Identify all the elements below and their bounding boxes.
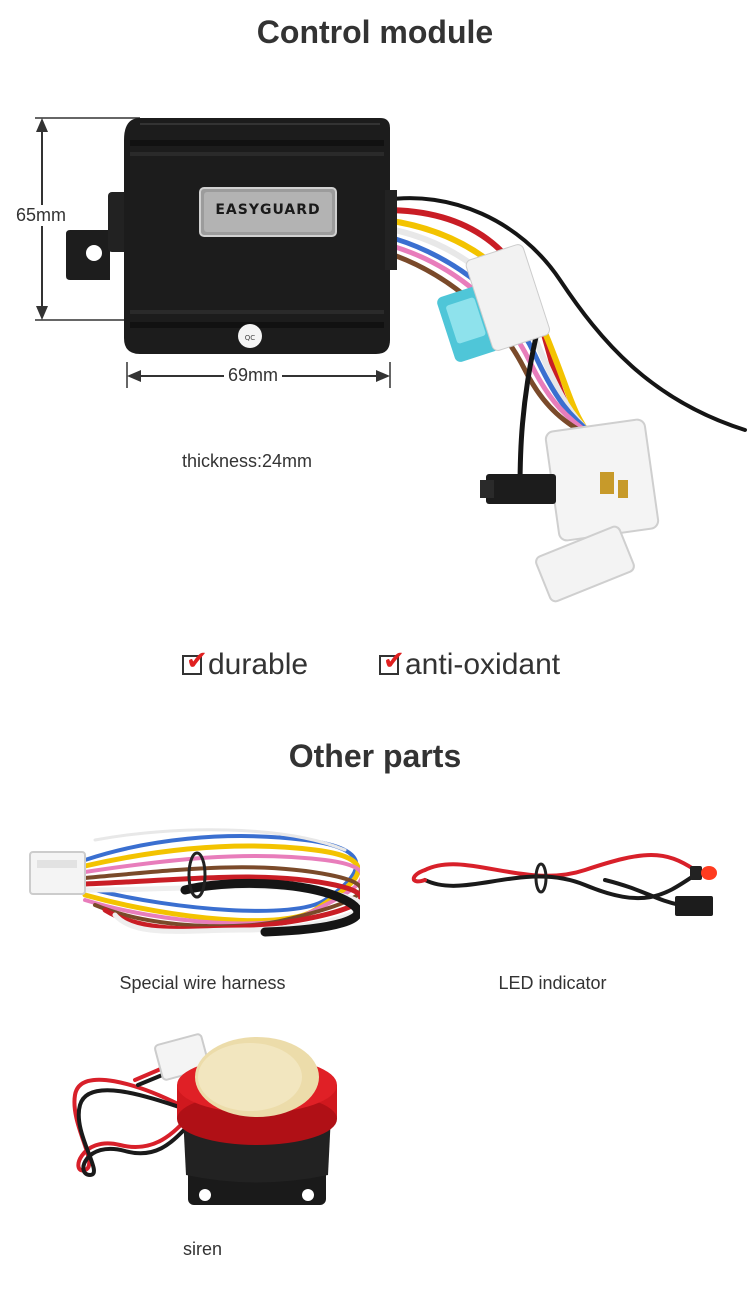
svg-text:QC: QC <box>245 334 256 342</box>
thickness-label: thickness:24mm <box>182 451 313 471</box>
width-dimension-label: 69mm <box>224 365 283 386</box>
wire-harness-caption: Special wire harness <box>119 973 286 993</box>
feature-label: durable <box>208 648 309 681</box>
control-module-title: Control module <box>256 14 494 50</box>
check-icon: ✔ <box>186 645 208 675</box>
feature-label: anti-oxidant <box>405 648 561 681</box>
height-dimension-label: 65mm <box>14 205 69 226</box>
brand-label: EASYGUARD <box>215 202 321 218</box>
control-module-image: QC <box>0 100 750 620</box>
siren-image <box>60 1025 345 1215</box>
led-indicator-caption: LED indicator <box>498 973 607 993</box>
other-parts-title: Other parts <box>288 738 462 774</box>
feature-durable: ✔ durable <box>182 647 309 682</box>
led-indicator-image <box>405 840 725 930</box>
siren-caption: siren <box>182 1239 222 1259</box>
feature-anti-oxidant: ✔ anti-oxidant <box>379 647 561 682</box>
checkbox-icon: ✔ <box>379 647 405 675</box>
wire-harness-image <box>25 820 360 950</box>
check-icon: ✔ <box>383 645 405 675</box>
checkbox-icon: ✔ <box>182 647 208 675</box>
